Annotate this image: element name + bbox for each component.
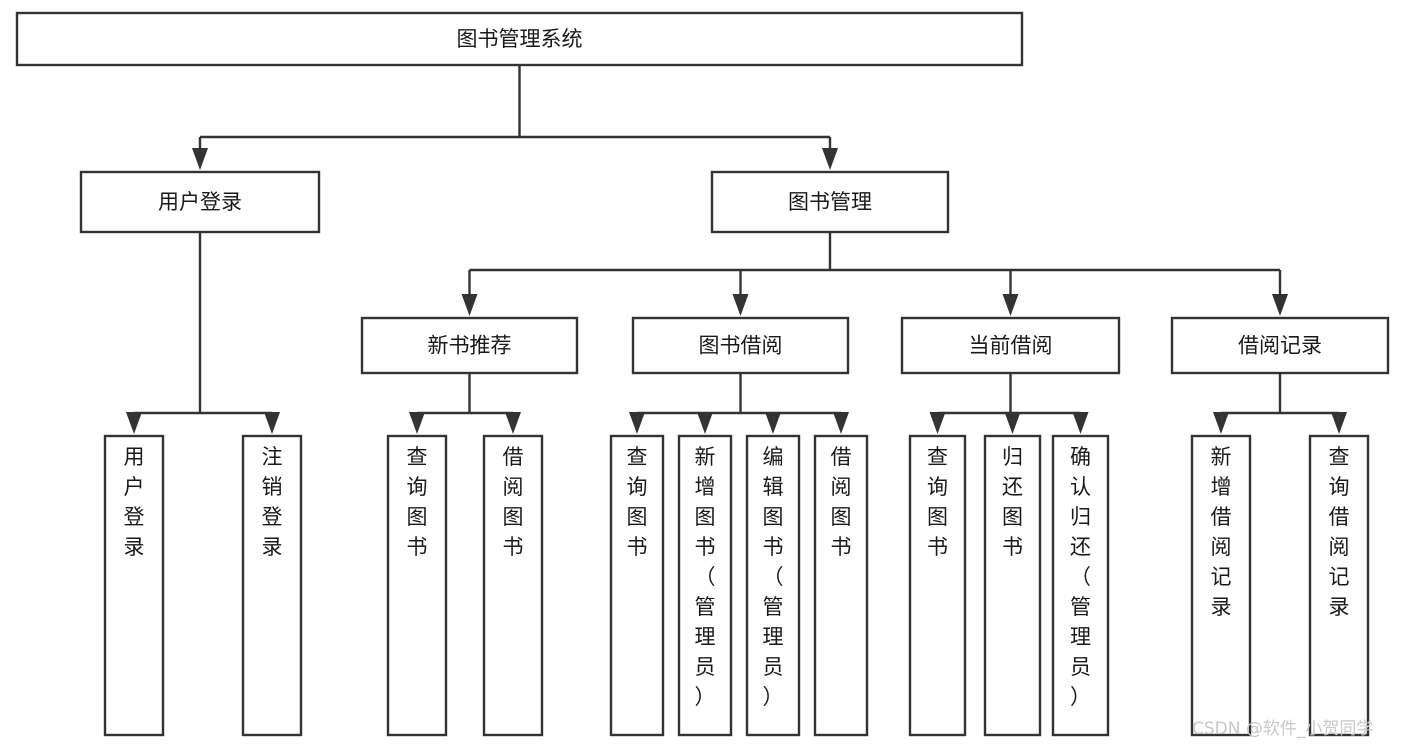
arrow-down-icon-cb-return-book (1004, 412, 1021, 434)
node-box-book-borrow (631, 316, 850, 375)
node-box-bb-edit-book (745, 434, 801, 737)
node-user-login-do[interactable]: 用户登录 (103, 434, 165, 737)
node-box-nbr-borrow-book (482, 434, 544, 737)
node-label-nbr-borrow-book: 借阅图书 (503, 445, 524, 559)
connector-layer (126, 65, 1347, 434)
node-bb-query-book[interactable]: 查询图书 (609, 434, 665, 737)
arrow-down-icon-user-login-do (126, 412, 142, 434)
node-label-cb-query-book: 查询图书 (927, 445, 948, 559)
node-layer: 图书管理系统用户登录图书管理用户登录注销登录新书推荐图书借阅当前借阅借阅记录查询… (15, 11, 1390, 737)
arrow-down-icon-bb-query-book (629, 412, 645, 434)
node-br-query-record[interactable]: 查询借阅记录 (1308, 434, 1370, 737)
node-box-user-login (79, 170, 321, 234)
node-box-user-login-do (103, 434, 165, 737)
node-br-add-record[interactable]: 新增借阅记录 (1190, 434, 1252, 737)
node-bb-borrow-book[interactable]: 借阅图书 (813, 434, 869, 737)
arrow-down-icon-cb-confirm-rtn (1072, 412, 1089, 434)
node-label-user-logout-do: 注销登录 (262, 445, 283, 559)
node-user-login[interactable]: 用户登录 (79, 170, 321, 234)
node-box-bb-borrow-book (813, 434, 869, 737)
arrow-down-icon-br-query-record (1331, 412, 1347, 434)
node-bb-edit-book[interactable]: 编辑图书（管理员） (745, 434, 801, 737)
node-label-cb-return-book: 归还图书 (1002, 445, 1023, 559)
node-nbr-query-book[interactable]: 查询图书 (386, 434, 448, 737)
node-label-nbr-query-book: 查询图书 (407, 445, 428, 559)
node-box-nbr-query-book (386, 434, 448, 737)
node-label-root: 图书管理系统 (457, 27, 583, 51)
node-label-br-add-record: 新增借阅记录 (1211, 445, 1232, 619)
arrow-down-icon-bb-borrow-book (833, 412, 849, 434)
node-label-cb-confirm-rtn: 确认归还（管理员） (1070, 445, 1091, 709)
node-box-borrow-record (1170, 316, 1390, 375)
node-book-borrow[interactable]: 图书借阅 (631, 316, 850, 375)
arrow-down-icon-nbr-borrow-book (505, 412, 521, 434)
arrow-down-icon-bb-edit-book (765, 412, 781, 434)
node-label-user-login-do: 用户登录 (124, 445, 145, 559)
arrow-down-icon-book-manage (822, 148, 838, 170)
node-new-book-recommend[interactable]: 新书推荐 (360, 316, 579, 375)
node-box-cb-query-book (908, 434, 967, 737)
node-box-bb-add-book (677, 434, 733, 737)
node-label-bb-edit-book: 编辑图书（管理员） (763, 445, 784, 709)
node-box-bb-query-book (609, 434, 665, 737)
node-nbr-borrow-book[interactable]: 借阅图书 (482, 434, 544, 737)
node-box-current-borrow (900, 316, 1121, 375)
node-root[interactable]: 图书管理系统 (15, 11, 1024, 67)
arrow-down-icon-new-book-recommend (461, 294, 478, 316)
node-box-new-book-recommend (360, 316, 579, 375)
node-label-bb-add-book: 新增图书（管理员） (695, 445, 716, 709)
node-box-user-logout-do (241, 434, 303, 737)
arrow-down-icon-br-add-record (1213, 412, 1229, 434)
node-label-book-borrow: 图书借阅 (699, 334, 783, 358)
node-bb-add-book[interactable]: 新增图书（管理员） (677, 434, 733, 737)
arrow-down-icon-cb-query-book (929, 412, 946, 434)
node-cb-return-book[interactable]: 归还图书 (983, 434, 1042, 737)
node-cb-confirm-rtn[interactable]: 确认归还（管理员） (1051, 434, 1110, 737)
arrow-down-icon-user-logout-do (264, 412, 280, 434)
node-book-manage[interactable]: 图书管理 (710, 170, 950, 234)
node-box-cb-confirm-rtn (1051, 434, 1110, 737)
node-label-borrow-record: 借阅记录 (1238, 334, 1322, 358)
node-box-br-add-record (1190, 434, 1252, 737)
arrow-down-icon-current-borrow (1002, 294, 1019, 316)
node-borrow-record[interactable]: 借阅记录 (1170, 316, 1390, 375)
arrow-down-icon-bb-add-book (697, 412, 713, 434)
node-box-book-manage (710, 170, 950, 234)
node-current-borrow[interactable]: 当前借阅 (900, 316, 1121, 375)
node-label-current-borrow: 当前借阅 (969, 334, 1053, 358)
node-box-root (15, 11, 1024, 67)
node-label-new-book-recommend: 新书推荐 (428, 334, 512, 358)
node-label-user-login: 用户登录 (158, 190, 242, 214)
csdn-watermark: CSDN @软件_小贺同学 (1192, 719, 1373, 739)
node-cb-query-book[interactable]: 查询图书 (908, 434, 967, 737)
node-label-br-query-record: 查询借阅记录 (1329, 445, 1350, 619)
arrow-down-icon-nbr-query-book (409, 412, 425, 434)
node-box-cb-return-book (983, 434, 1042, 737)
arrow-down-icon-user-login (192, 148, 208, 170)
node-box-br-query-record (1308, 434, 1370, 737)
arrow-down-icon-book-borrow (732, 294, 749, 316)
node-label-book-manage: 图书管理 (788, 190, 872, 214)
node-label-bb-query-book: 查询图书 (627, 445, 648, 559)
arrow-down-icon-borrow-record (1272, 294, 1288, 316)
node-label-bb-borrow-book: 借阅图书 (831, 445, 852, 559)
node-user-logout-do[interactable]: 注销登录 (241, 434, 303, 737)
